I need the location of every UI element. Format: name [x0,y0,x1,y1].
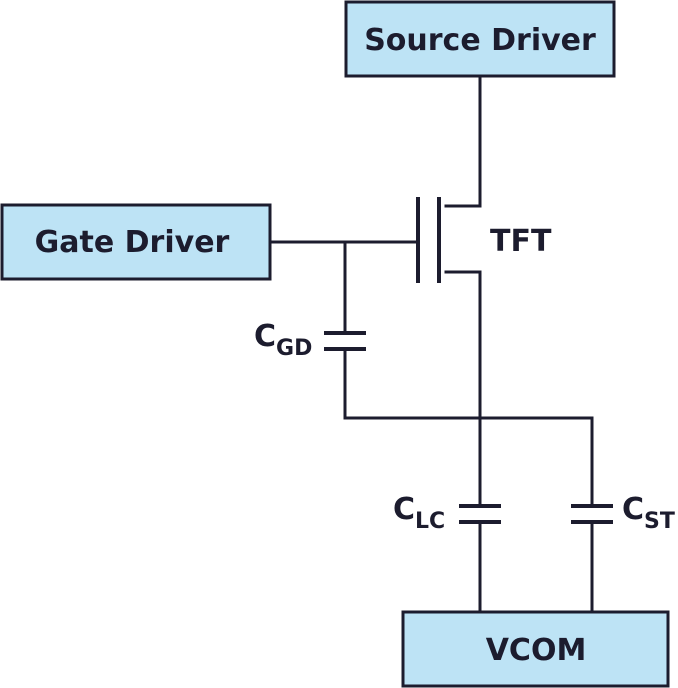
source-driver-block: Source Driver [344,0,616,78]
clc-label: CLC [393,492,445,534]
cst-capacitor: CST [571,492,675,534]
vcom-label: VCOM [486,633,587,668]
cgd-label: CGD [254,319,312,361]
gate-driver-label: Gate Driver [35,225,230,260]
source-to-drain-wire [444,76,482,208]
pixel-node-bus-wire [343,416,594,507]
tft-label: TFT [490,224,552,259]
tft-transistor-symbol: TFT [416,197,552,283]
cst-label: CST [622,492,675,534]
cgd-capacitor: CGD [254,319,366,361]
source-driver-label: Source Driver [364,23,596,58]
gate-driver-block: Gate Driver [0,203,272,281]
clc-capacitor: CLC [393,492,501,534]
circuit-wires [269,76,594,613]
vcom-block: VCOM [401,610,670,688]
tft-source-to-clc-wire [444,270,482,507]
